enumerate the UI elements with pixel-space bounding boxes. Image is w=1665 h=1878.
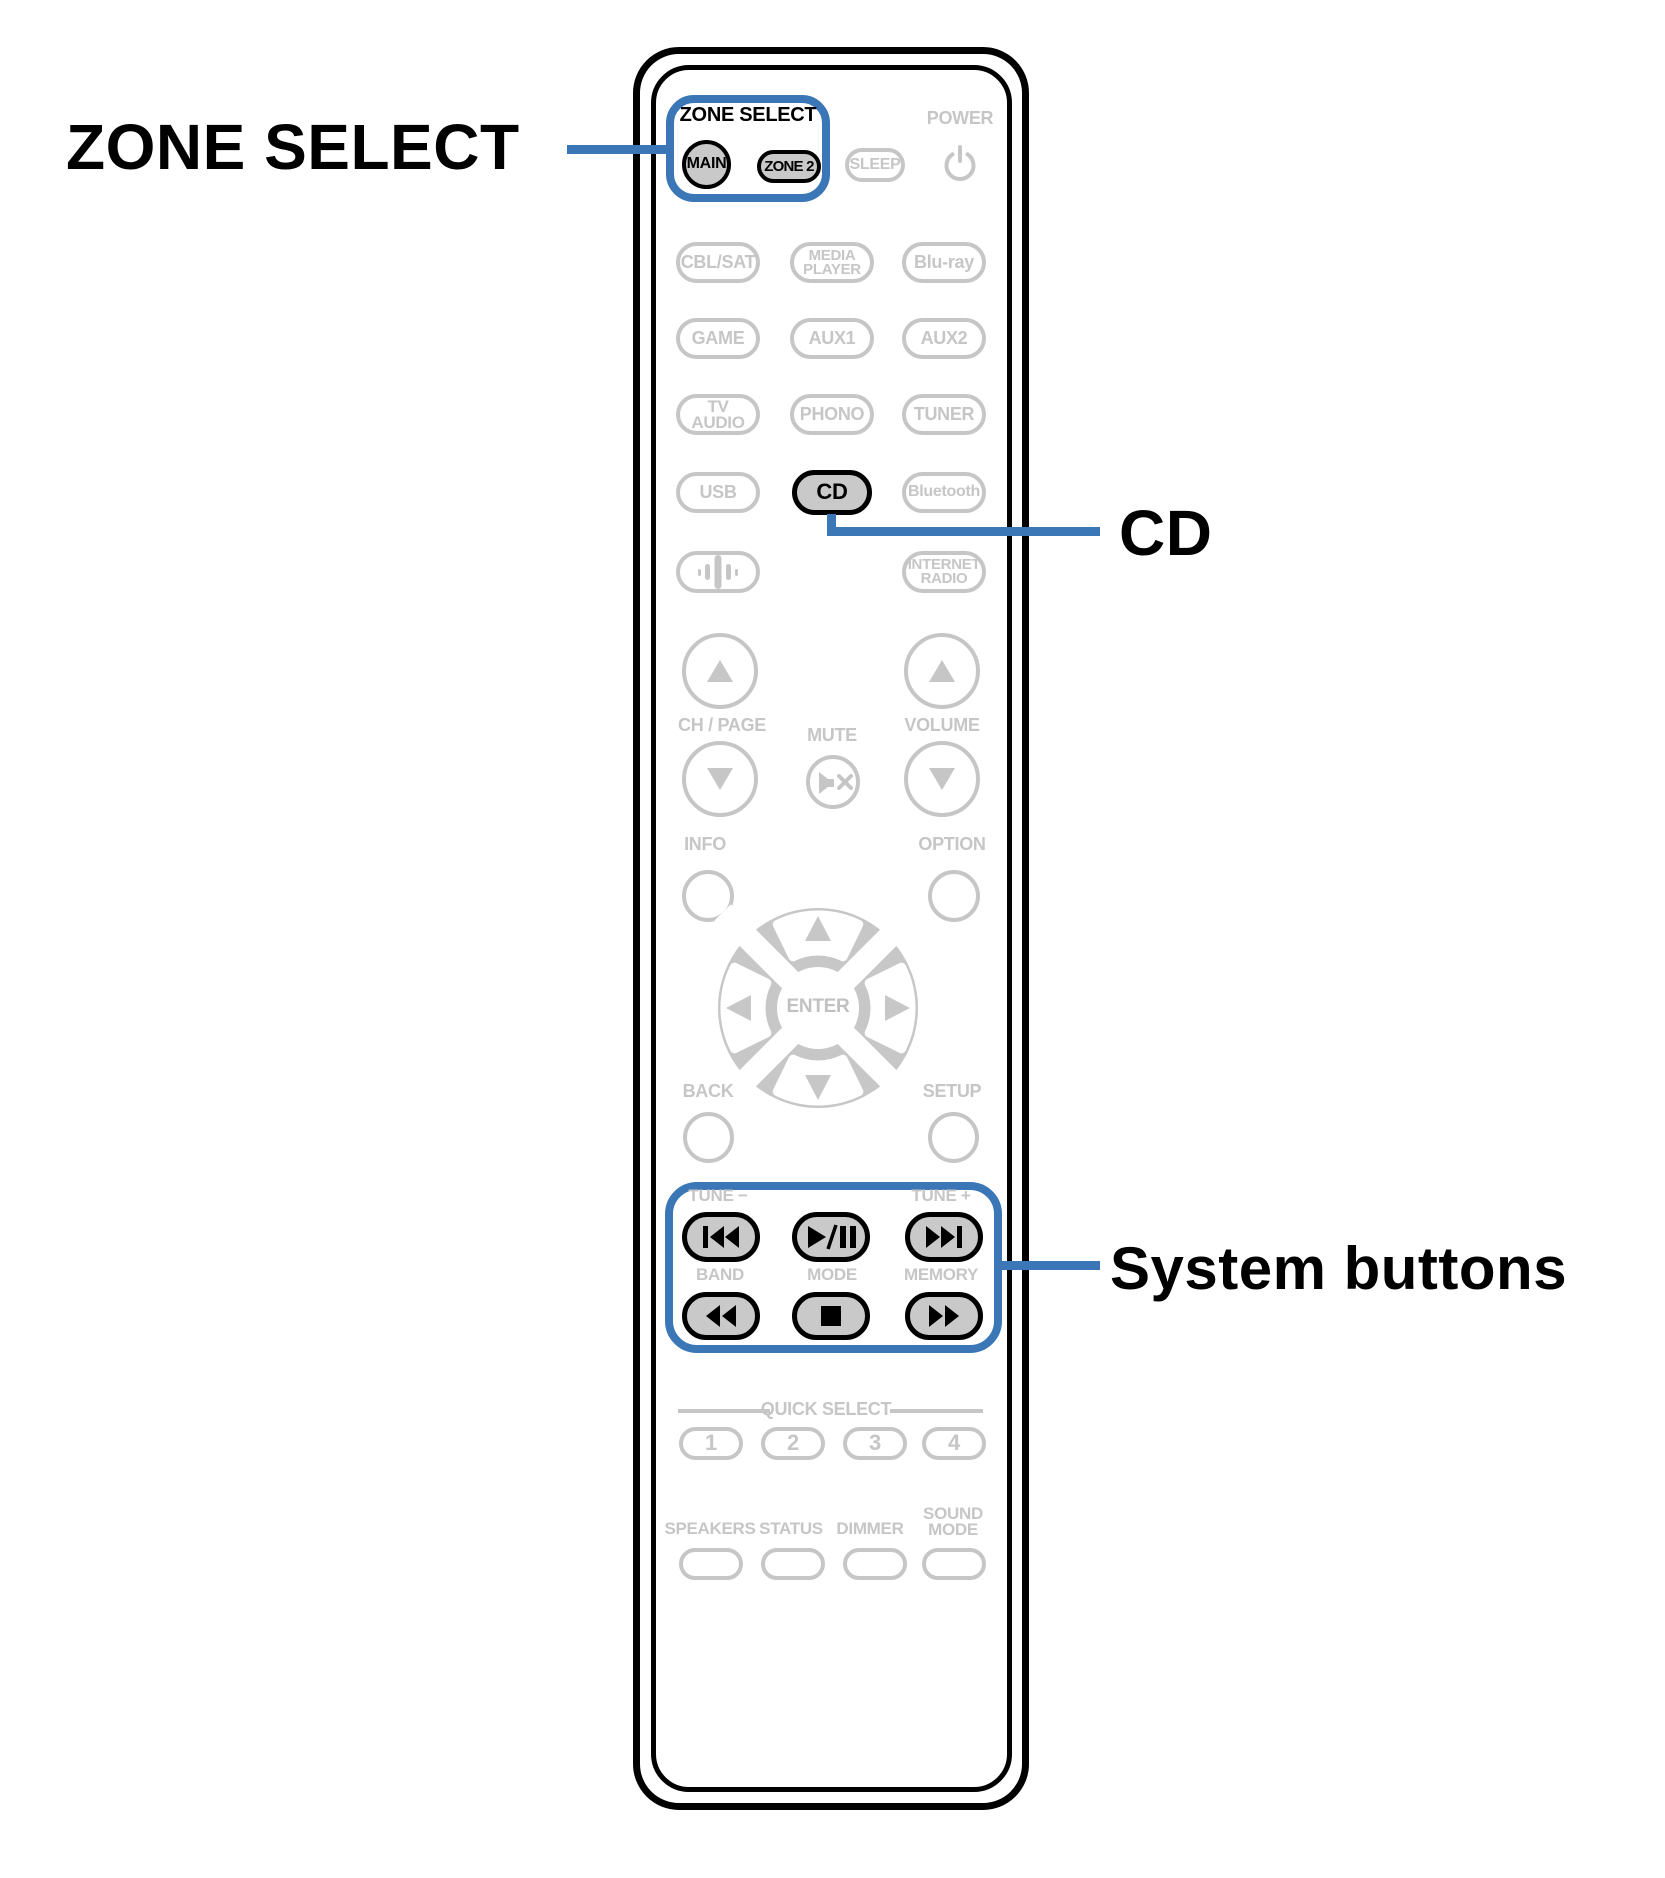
cd-callout-label: CD: [1119, 497, 1213, 569]
mute-label: MUTE: [807, 725, 857, 745]
cursor-down-icon: [929, 768, 955, 790]
main-zone-button[interactable]: MAIN: [682, 140, 731, 189]
mute-button[interactable]: [805, 754, 861, 810]
quick-select-3-button[interactable]: 3: [843, 1427, 907, 1460]
aux2-button[interactable]: AUX2: [902, 318, 986, 359]
info-button[interactable]: [682, 870, 734, 922]
phono-button[interactable]: PHONO: [790, 394, 874, 435]
sleep-button[interactable]: SLEEP: [845, 148, 905, 182]
mode-label: MODE: [807, 1265, 857, 1284]
cbl-sat-button[interactable]: CBL/SAT: [676, 242, 760, 283]
zone-select-callout-label: ZONE SELECT: [66, 111, 520, 183]
network-audio-button[interactable]: [676, 551, 760, 593]
skip-forward-icon: [922, 1210, 966, 1263]
quick-select-divider-right: [890, 1409, 983, 1413]
setup-label: SETUP: [922, 1081, 982, 1101]
dimmer-label: DIMMER: [836, 1519, 904, 1538]
option-button[interactable]: [928, 870, 980, 922]
sound-mode-button[interactable]: [922, 1548, 986, 1580]
info-label: INFO: [684, 834, 726, 854]
system-buttons-callout-line: [1002, 1261, 1100, 1270]
tune-minus-label: TUNE −: [688, 1186, 748, 1205]
usb-button[interactable]: USB: [676, 472, 760, 513]
quick-select-divider-left: [678, 1409, 770, 1413]
cd-callout-line-horizontal: [827, 527, 1100, 536]
play-pause-icon: [805, 1209, 857, 1264]
power-button[interactable]: [937, 141, 983, 187]
cursor-up-icon: [707, 660, 733, 682]
stop-button[interactable]: [792, 1292, 870, 1340]
media-player-button[interactable]: MEDIA PLAYER: [790, 242, 874, 283]
game-button[interactable]: GAME: [676, 318, 760, 359]
quick-select-header: QUICK SELECT: [760, 1399, 892, 1419]
quick-select-2-button[interactable]: 2: [761, 1427, 825, 1460]
tune-plus-label: TUNE +: [911, 1186, 971, 1205]
speaker-mute-icon: [805, 754, 861, 810]
system-buttons-callout-label: System buttons: [1110, 1235, 1568, 1302]
setup-button[interactable]: [928, 1112, 979, 1163]
volume-up-button[interactable]: [904, 633, 980, 709]
fast-forward-icon: [925, 1289, 963, 1342]
channel-up-button[interactable]: [682, 633, 758, 709]
network-audio-icon: [693, 539, 743, 604]
volume-label: VOLUME: [904, 715, 980, 735]
zone-select-callout-line: [567, 145, 667, 154]
cursor-pad[interactable]: [708, 898, 928, 1118]
status-button[interactable]: [761, 1548, 825, 1580]
cursor-up-icon: [929, 660, 955, 682]
blu-ray-button[interactable]: Blu-ray: [902, 242, 986, 283]
power-icon: [937, 141, 983, 187]
dimmer-button[interactable]: [843, 1548, 907, 1580]
skip-forward-button[interactable]: [905, 1212, 983, 1262]
cd-callout-line-vertical: [827, 514, 836, 536]
skip-back-button[interactable]: [682, 1212, 760, 1262]
option-label: OPTION: [918, 834, 986, 854]
play-pause-button[interactable]: [792, 1212, 870, 1262]
rewind-icon: [702, 1289, 740, 1342]
bluetooth-button[interactable]: Bluetooth: [902, 472, 986, 513]
tuner-button[interactable]: TUNER: [902, 394, 986, 435]
cd-button[interactable]: CD: [792, 470, 872, 515]
tv-audio-button[interactable]: TV AUDIO: [676, 394, 760, 435]
system-buttons-group-highlight: [665, 1182, 1002, 1353]
volume-down-button[interactable]: [904, 741, 980, 817]
status-label: STATUS: [759, 1519, 823, 1538]
aux1-button[interactable]: AUX1: [790, 318, 874, 359]
fast-forward-button[interactable]: [905, 1292, 983, 1340]
sound-mode-label: SOUND MODE: [923, 1504, 983, 1540]
skip-back-icon: [699, 1210, 743, 1263]
zone2-button[interactable]: ZONE 2: [757, 150, 821, 183]
ch-page-label: CH / PAGE: [678, 715, 766, 735]
band-label: BAND: [696, 1265, 744, 1284]
internet-radio-button[interactable]: INTERNET RADIO: [902, 551, 986, 593]
memory-label: MEMORY: [903, 1265, 979, 1284]
zone-select-caption: ZONE SELECT: [679, 104, 817, 126]
quick-select-1-button[interactable]: 1: [679, 1427, 743, 1460]
channel-down-button[interactable]: [682, 741, 758, 817]
speakers-button[interactable]: [679, 1548, 743, 1580]
stop-icon: [821, 1291, 841, 1340]
cursor-down-icon: [707, 768, 733, 790]
power-label: POWER: [926, 108, 994, 128]
rewind-button[interactable]: [682, 1292, 760, 1340]
zone-select-group-highlight: [666, 95, 830, 202]
quick-select-4-button[interactable]: 4: [922, 1427, 986, 1460]
back-button[interactable]: [683, 1112, 734, 1163]
speakers-label: SPEAKERS: [664, 1519, 756, 1538]
enter-button[interactable]: ENTER: [786, 996, 850, 1017]
back-label: BACK: [682, 1081, 734, 1101]
